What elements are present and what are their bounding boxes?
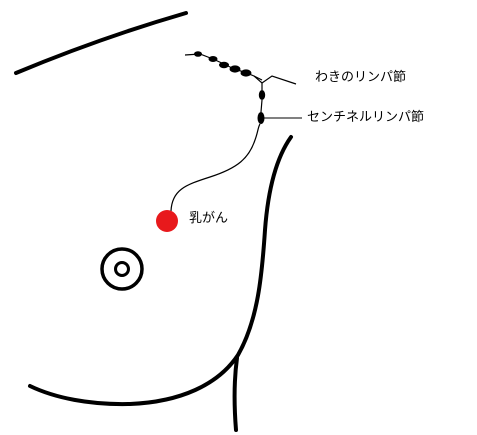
lymph-vessel-to-sentinel (170, 123, 261, 212)
axillary-lymph-chain (184, 53, 263, 81)
upper-body-outline (14, 11, 188, 75)
lymph-node (258, 90, 266, 100)
nipple-ring (114, 261, 130, 277)
breast-cancer-label: 乳がん (189, 211, 229, 226)
lymph-node (229, 65, 241, 73)
sentinel-lymph-node (257, 112, 265, 124)
lymph-node (194, 51, 202, 57)
tumor-dot (156, 210, 178, 232)
lymph-vessel (260, 99, 263, 113)
areola-outer-ring (100, 247, 144, 291)
lymph-node (219, 61, 229, 69)
axillary-lymph-nodes-label: わきのリンパ節 (315, 70, 407, 85)
torso-line (232, 356, 239, 432)
sentinel-lymph-node-label: センチネルリンパ節 (307, 110, 425, 125)
lymph-node (240, 69, 252, 77)
breast-outline (28, 135, 293, 407)
lymph-vessel (253, 75, 297, 85)
lymph-node (208, 56, 218, 62)
